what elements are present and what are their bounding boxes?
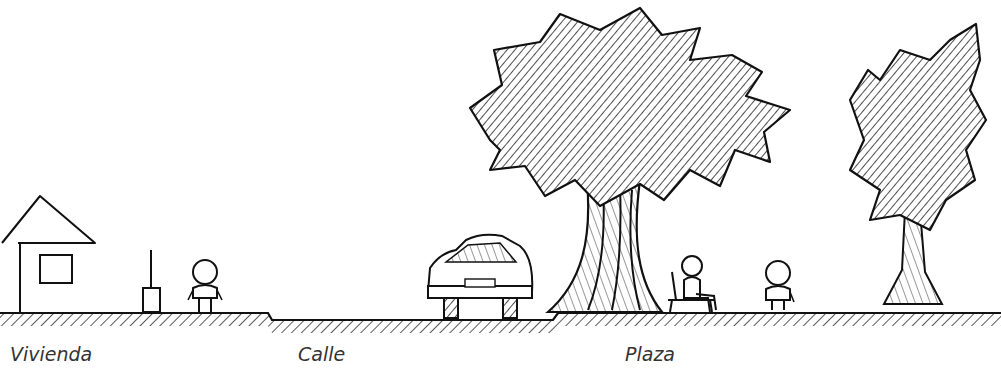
tree-canopy	[850, 24, 986, 230]
person-arms	[188, 290, 222, 300]
post	[150, 250, 152, 288]
place-label: Vivienda	[10, 343, 92, 366]
person-legs	[690, 294, 716, 312]
ground-line	[0, 313, 1001, 320]
person-body	[766, 286, 790, 300]
house-wall	[19, 243, 21, 312]
tree-canopy	[470, 8, 790, 206]
house-roof	[2, 196, 95, 243]
person-head	[193, 260, 217, 284]
car-body	[428, 235, 532, 292]
person-legs	[199, 298, 211, 312]
car-bumper	[428, 286, 532, 298]
place-label: Calle	[298, 343, 345, 366]
person-head	[766, 261, 790, 285]
house-window	[40, 255, 72, 283]
car-plate	[465, 279, 495, 287]
car-wheel	[503, 298, 517, 318]
tree-trunk-lines	[588, 185, 640, 310]
person-legs	[772, 300, 784, 310]
person-body	[193, 285, 217, 298]
car-wheel	[444, 298, 458, 318]
place-label: Plaza	[625, 343, 675, 366]
person-head	[682, 256, 702, 276]
bench	[668, 272, 714, 312]
ground-hatch	[0, 313, 1001, 333]
post-base	[143, 288, 160, 312]
car-window	[446, 243, 516, 262]
person-arms	[790, 292, 794, 302]
